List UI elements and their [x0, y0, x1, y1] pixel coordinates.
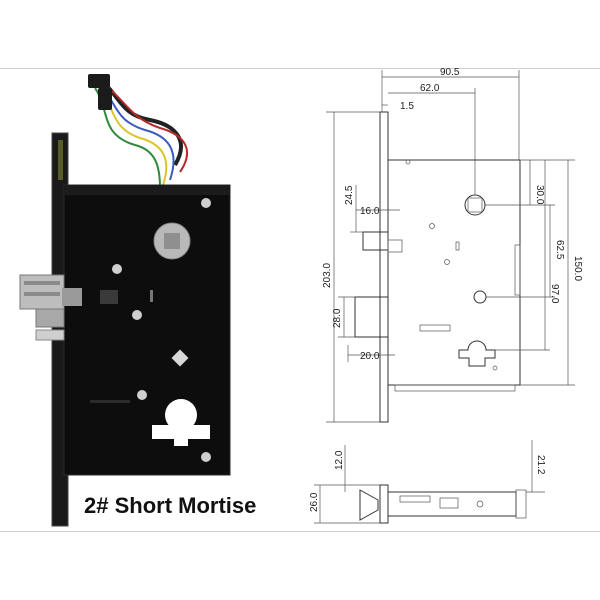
dim-latch-height: 24.5	[344, 185, 355, 205]
dim-body-height: 150.0	[572, 256, 583, 281]
drawing-lock-body	[387, 159, 521, 386]
dim-faceplate-height: 203.0	[322, 263, 333, 288]
dim-deadbolt-projection: 20.0	[360, 351, 380, 362]
dim-faceplate-thickness: 1.5	[400, 101, 414, 112]
drawing-latch	[362, 231, 389, 251]
screw	[201, 198, 211, 208]
dim-overall-width: 90.5	[440, 67, 460, 78]
dim-top-to-spindle: 30.0	[534, 185, 545, 205]
drawing-thumbturn	[473, 290, 487, 304]
dim-side-thickness: 21.2	[535, 455, 546, 475]
latch-guard	[62, 288, 82, 306]
dim-side-depth: 26.0	[309, 492, 320, 512]
thumbturn-hole	[171, 349, 189, 367]
wire-harness	[88, 74, 189, 189]
technical-drawing: 90.5 62.0 1.5 30.0 62.5 97.0 150.0 203.0…	[309, 67, 583, 524]
dim-cylinder-offset: 62.0	[420, 83, 440, 94]
drawing-side-view	[359, 484, 527, 524]
drawing-faceplate	[379, 111, 389, 423]
cylinder-cutout	[165, 399, 197, 431]
dim-deadbolt-height: 28.0	[332, 308, 343, 328]
dim-side-flange: 12.0	[334, 450, 345, 470]
dim-spindle-to-cylinder: 62.5	[554, 240, 565, 260]
dim-top-to-cylinder: 97.0	[549, 284, 560, 304]
lock-photo	[19, 74, 231, 527]
drawing-deadbolt	[354, 296, 389, 338]
dim-latch-projection: 16.0	[360, 206, 380, 217]
connector-plug	[88, 74, 110, 88]
caption-label: 2# Short Mortise	[84, 493, 257, 518]
drawing-cylinder	[458, 340, 496, 367]
